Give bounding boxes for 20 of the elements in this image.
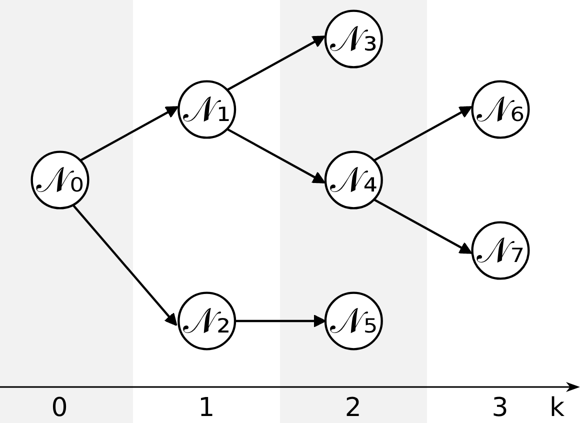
axis-tick-label: 0 — [51, 393, 68, 423]
axis-tick-label: 1 — [198, 393, 215, 423]
node-circle: 𝒩₅ — [324, 292, 383, 350]
node-circle: 𝒩₂ — [177, 292, 236, 350]
arrow — [226, 128, 326, 184]
node-circle: 𝒩₁ — [177, 80, 236, 139]
arrow — [80, 106, 178, 162]
axis-tick-label: 2 — [344, 393, 362, 423]
node-circle: 𝒩₆ — [470, 80, 530, 139]
axis-tick-label: 3 — [492, 393, 508, 423]
node-circle: 𝒩₀ — [30, 150, 90, 210]
node-circle: 𝒩₄ — [324, 150, 383, 210]
arrow — [373, 198, 472, 254]
arrow — [72, 204, 177, 326]
arrow — [226, 36, 326, 91]
arrow — [373, 106, 472, 162]
node-circle: 𝒩₇ — [470, 221, 530, 280]
node-circle: 𝒩₃ — [324, 10, 383, 68]
axis-label: k — [550, 393, 565, 423]
arrow — [234, 314, 326, 328]
